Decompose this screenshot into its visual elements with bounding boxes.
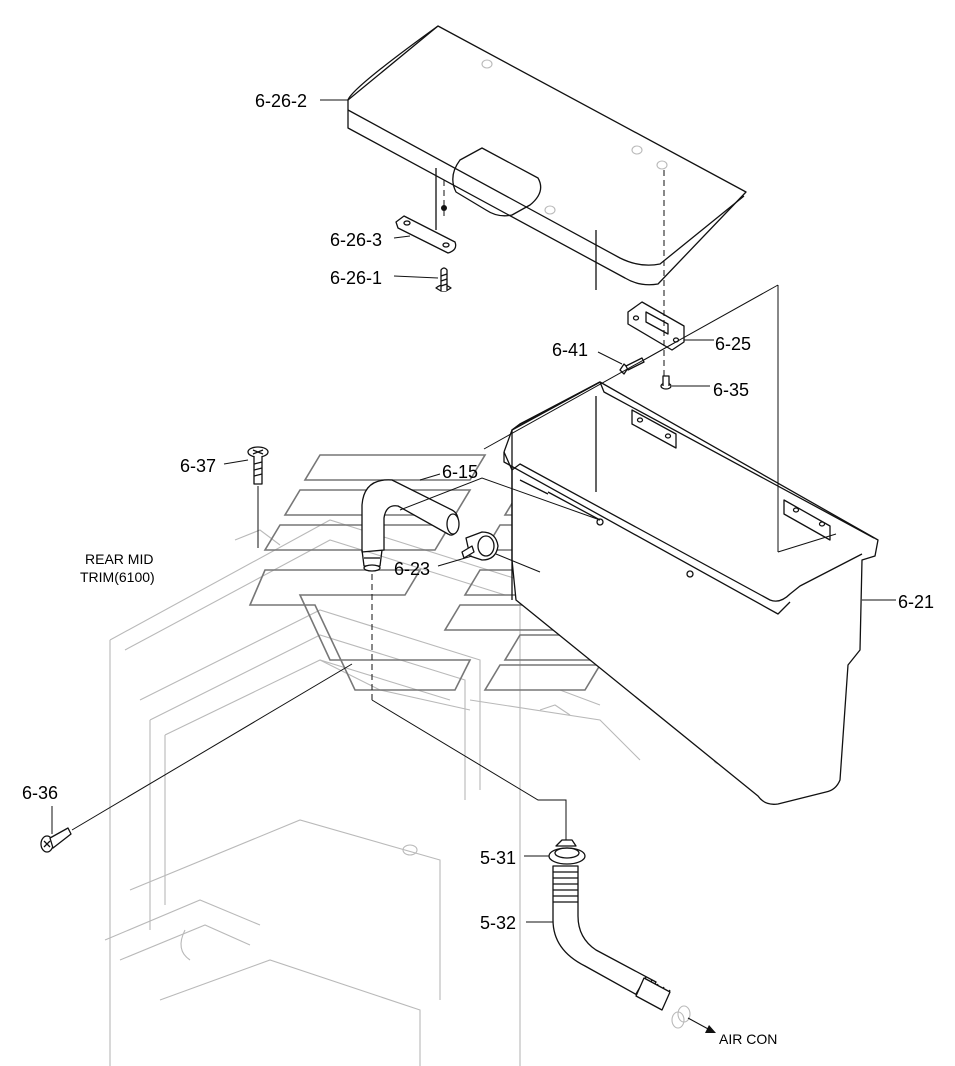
- screw-6-37: [247, 446, 269, 485]
- label-6-23: 6-23: [394, 559, 430, 579]
- label-6-26-2: 6-26-2: [255, 91, 307, 111]
- label-6-25: 6-25: [715, 334, 751, 354]
- tank-hinge-guide: [483, 284, 837, 553]
- elbow-hose: [361, 479, 460, 572]
- lid-screw: [435, 267, 452, 292]
- label-6-21: 6-21: [898, 592, 934, 612]
- leader-6-41: [597, 351, 623, 365]
- label-rear-mid-trim-line1: REAR MID: [85, 551, 153, 567]
- clamp-6-23: [461, 531, 499, 561]
- label-5-32: 5-32: [480, 913, 516, 933]
- screw-6-36-guide: [71, 663, 353, 831]
- clamp-5-31: [548, 839, 586, 865]
- label-rear-mid-trim-line2: TRIM(6100): [80, 569, 155, 585]
- hose-tank-guide: [399, 477, 601, 521]
- screw-6-36: [40, 827, 72, 853]
- air-con-arrow-line: [687, 1017, 711, 1031]
- screw-6-35: [660, 375, 672, 390]
- air-con-arrow-icon: [705, 1025, 716, 1033]
- hinge-bracket: [627, 301, 685, 351]
- label-6-26-3: 6-26-3: [330, 230, 382, 250]
- clamp-guide: [495, 553, 541, 573]
- label-air-con: AIR CON: [719, 1031, 777, 1047]
- lid-pin: [441, 205, 447, 211]
- label-6-36: 6-36: [22, 783, 58, 803]
- label-6-37: 6-37: [180, 456, 216, 476]
- drain-hose: [552, 865, 691, 1029]
- tank-lid: [347, 25, 747, 290]
- water-tank: [503, 381, 879, 805]
- hose-to-drain-guide: [371, 699, 567, 840]
- lid-plate: [395, 215, 457, 254]
- leader-6-23: [437, 555, 473, 567]
- leader-6-26-3: [393, 235, 411, 239]
- label-6-26-1: 6-26-1: [330, 268, 382, 288]
- label-5-31: 5-31: [480, 848, 516, 868]
- leader-6-15: [419, 473, 441, 481]
- label-6-15: 6-15: [442, 462, 478, 482]
- leader-6-26-1: [393, 275, 439, 279]
- label-6-41: 6-41: [552, 340, 588, 360]
- leader-6-37: [223, 459, 249, 465]
- label-6-35: 6-35: [713, 380, 749, 400]
